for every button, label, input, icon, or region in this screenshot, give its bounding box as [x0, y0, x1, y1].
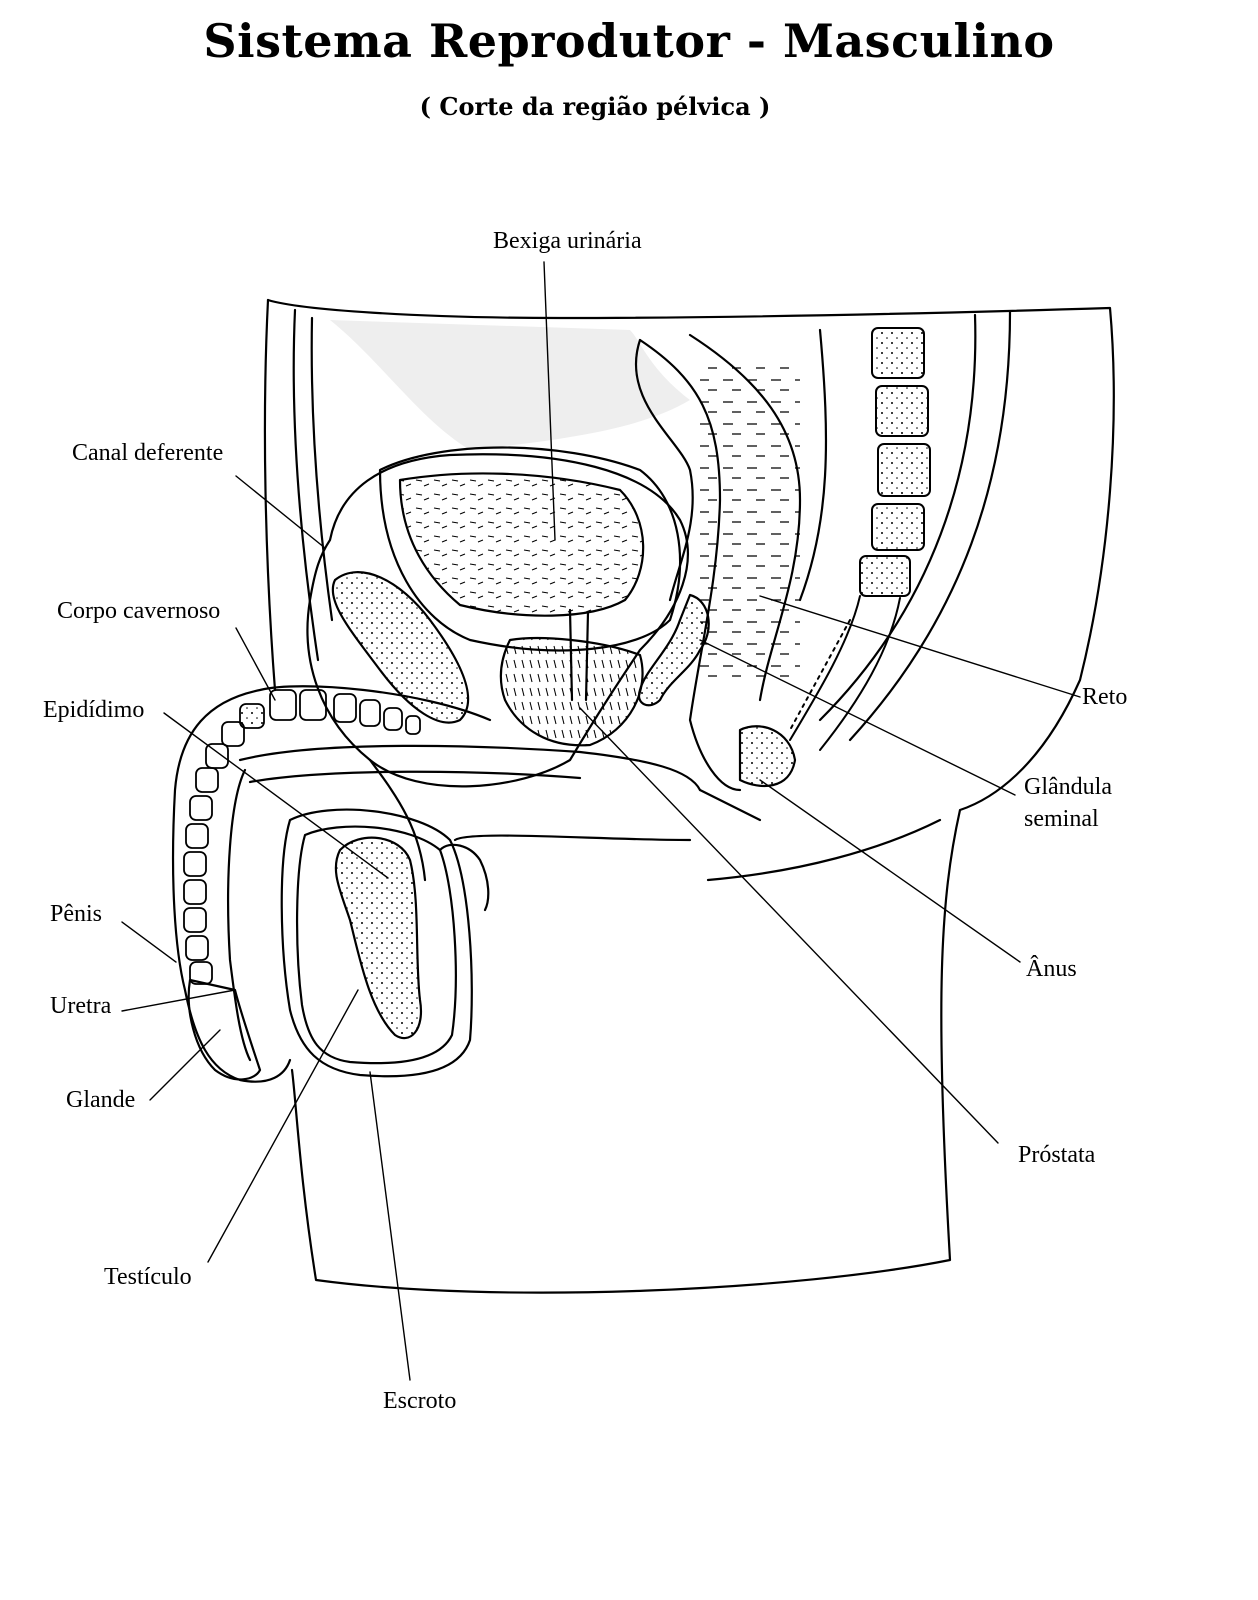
- label-escroto: Escroto: [383, 1388, 457, 1414]
- spine: [789, 327, 931, 751]
- label-corpo-cavernoso: Corpo cavernoso: [57, 598, 221, 624]
- diagram-subtitle: ( Corte da região pélvica ): [419, 92, 771, 121]
- label-penis: Pênis: [50, 901, 103, 927]
- label-testiculo: Testículo: [104, 1264, 192, 1290]
- seminal-vesicle: [637, 593, 710, 707]
- body-outline: [266, 298, 1115, 1294]
- testicle: [334, 836, 423, 1040]
- vas-deferens: [306, 453, 689, 788]
- glans: [187, 978, 262, 1081]
- label-prostata: Próstata: [1018, 1142, 1096, 1168]
- label-glandula-seminal-line1: Glândula: [1024, 774, 1112, 800]
- label-reto: Reto: [1082, 684, 1128, 710]
- label-bexiga-urinaria: Bexiga urinária: [493, 228, 642, 254]
- label-uretra: Uretra: [50, 993, 112, 1019]
- label-glande: Glande: [66, 1087, 136, 1113]
- penis: [171, 685, 492, 1083]
- urethra-channel: [238, 744, 702, 792]
- label-canal-deferente: Canal deferente: [72, 440, 224, 466]
- scrotum: [280, 808, 473, 1078]
- label-anus: Ânus: [1026, 956, 1077, 982]
- spongy-chambers: [183, 689, 421, 985]
- prostate: [499, 637, 644, 747]
- bladder-wall: [378, 446, 682, 652]
- leader-lines: [121, 261, 1081, 1381]
- label-glandula-seminal-line2: seminal: [1024, 806, 1099, 832]
- diagram-title: Sistema Reprodutor - Masculino: [203, 14, 1055, 68]
- corpus-cavernosum: [331, 571, 470, 724]
- label-epididimo: Epidídimo: [43, 697, 145, 723]
- bladder: [398, 472, 645, 617]
